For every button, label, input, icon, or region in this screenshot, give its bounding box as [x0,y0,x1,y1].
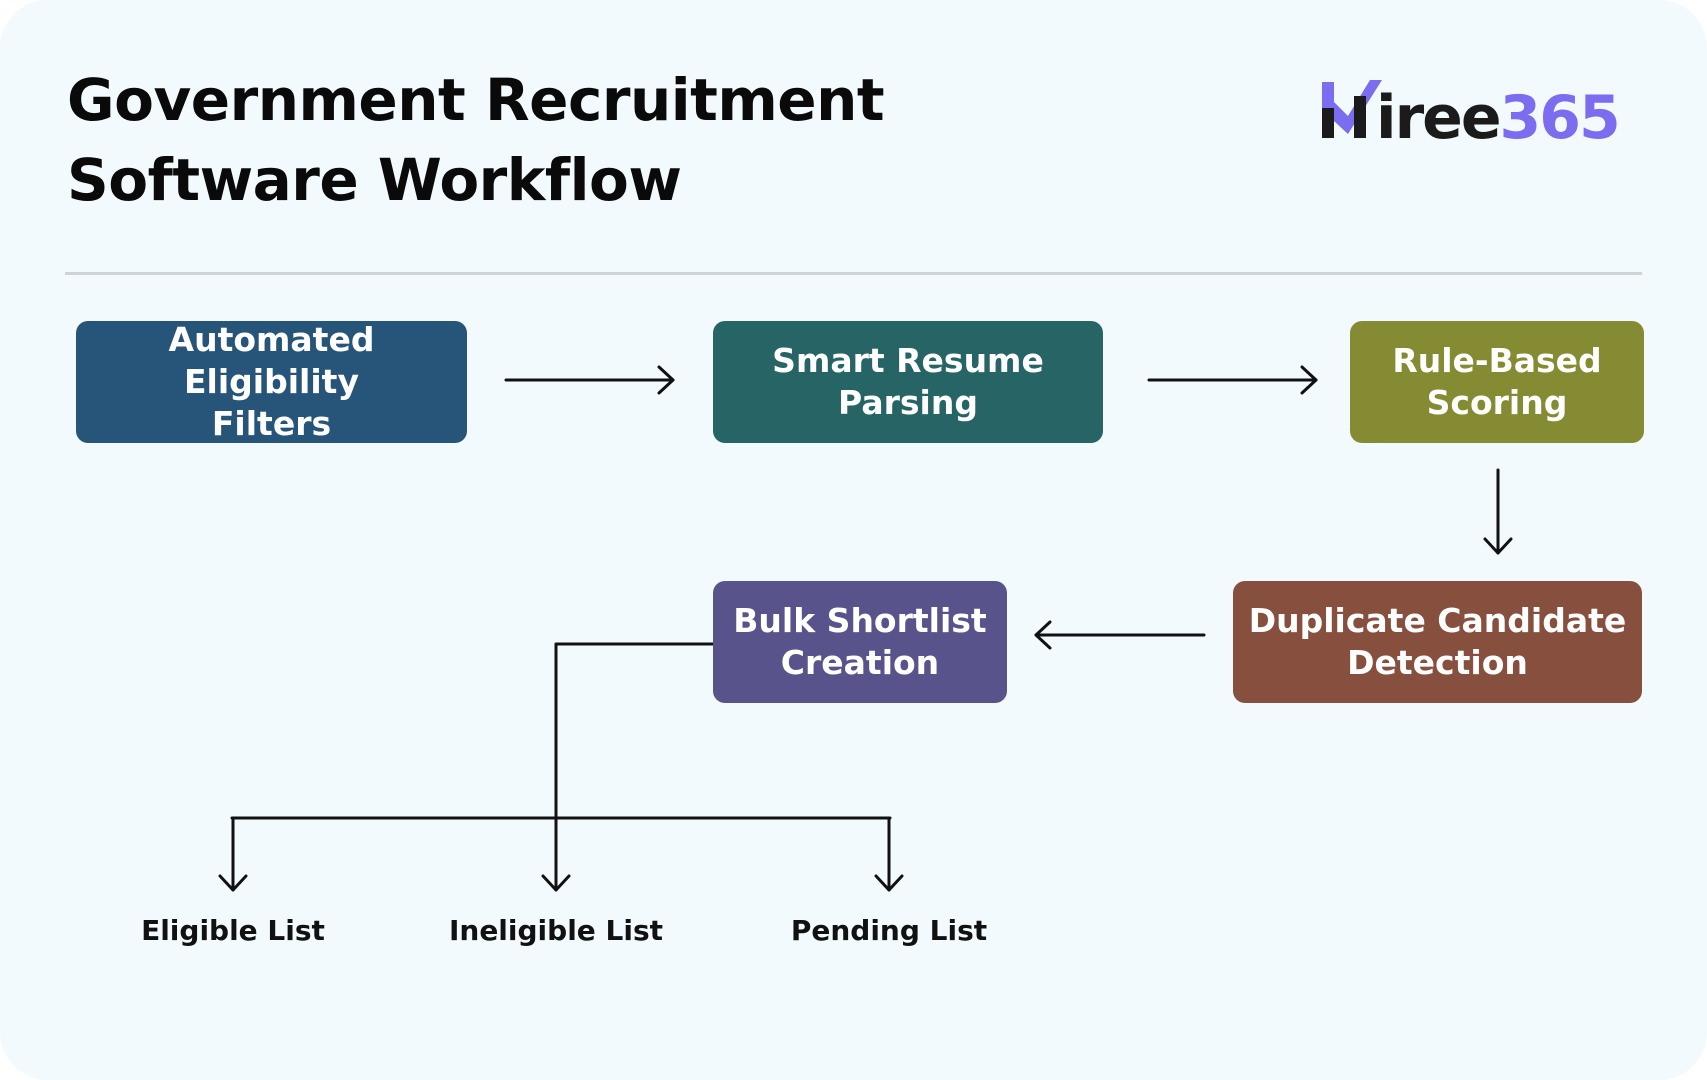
step-duplicate-candidate-detection: Duplicate Candidate Detection [1233,581,1642,703]
output-pending-list: Pending List [790,914,988,947]
hiree365-logo: iree365 [1318,72,1638,152]
step-label: Duplicate Candidate Detection [1248,601,1627,682]
arrow-eligibility-to-parsing [504,365,675,395]
step-rule-based-scoring: Rule-Based Scoring [1350,321,1644,443]
page-title: Government Recruitment Software Workflow [67,60,885,220]
step-bulk-shortlist-creation: Bulk Shortlist Creation [713,581,1007,703]
output-eligible-list: Eligible List [141,914,325,947]
step-label: Automated Eligibility Filters [168,320,375,443]
output-ineligible-list: Ineligible List [448,914,664,947]
page-title-line-2: Software Workflow [67,146,682,214]
step-label: Smart Resume Parsing [772,341,1044,422]
arrow-duplicate-to-shortlist [1034,620,1206,650]
header-divider [65,272,1642,275]
connector-shortlist-to-outputs [218,642,904,892]
step-label: Bulk Shortlist Creation [733,601,987,682]
step-label: Rule-Based Scoring [1392,341,1602,422]
page-title-line-1: Government Recruitment [67,66,885,134]
arrow-scoring-to-duplicate [1483,468,1513,555]
logo-wordmark: iree365 [1376,83,1619,152]
hiree365-logo-mark: iree365 [1322,80,1621,152]
step-smart-resume-parsing: Smart Resume Parsing [713,321,1103,443]
step-automated-eligibility-filters: Automated Eligibility Filters [76,320,467,443]
logo-check-icon [1322,80,1382,134]
arrow-parsing-to-scoring [1147,365,1318,395]
